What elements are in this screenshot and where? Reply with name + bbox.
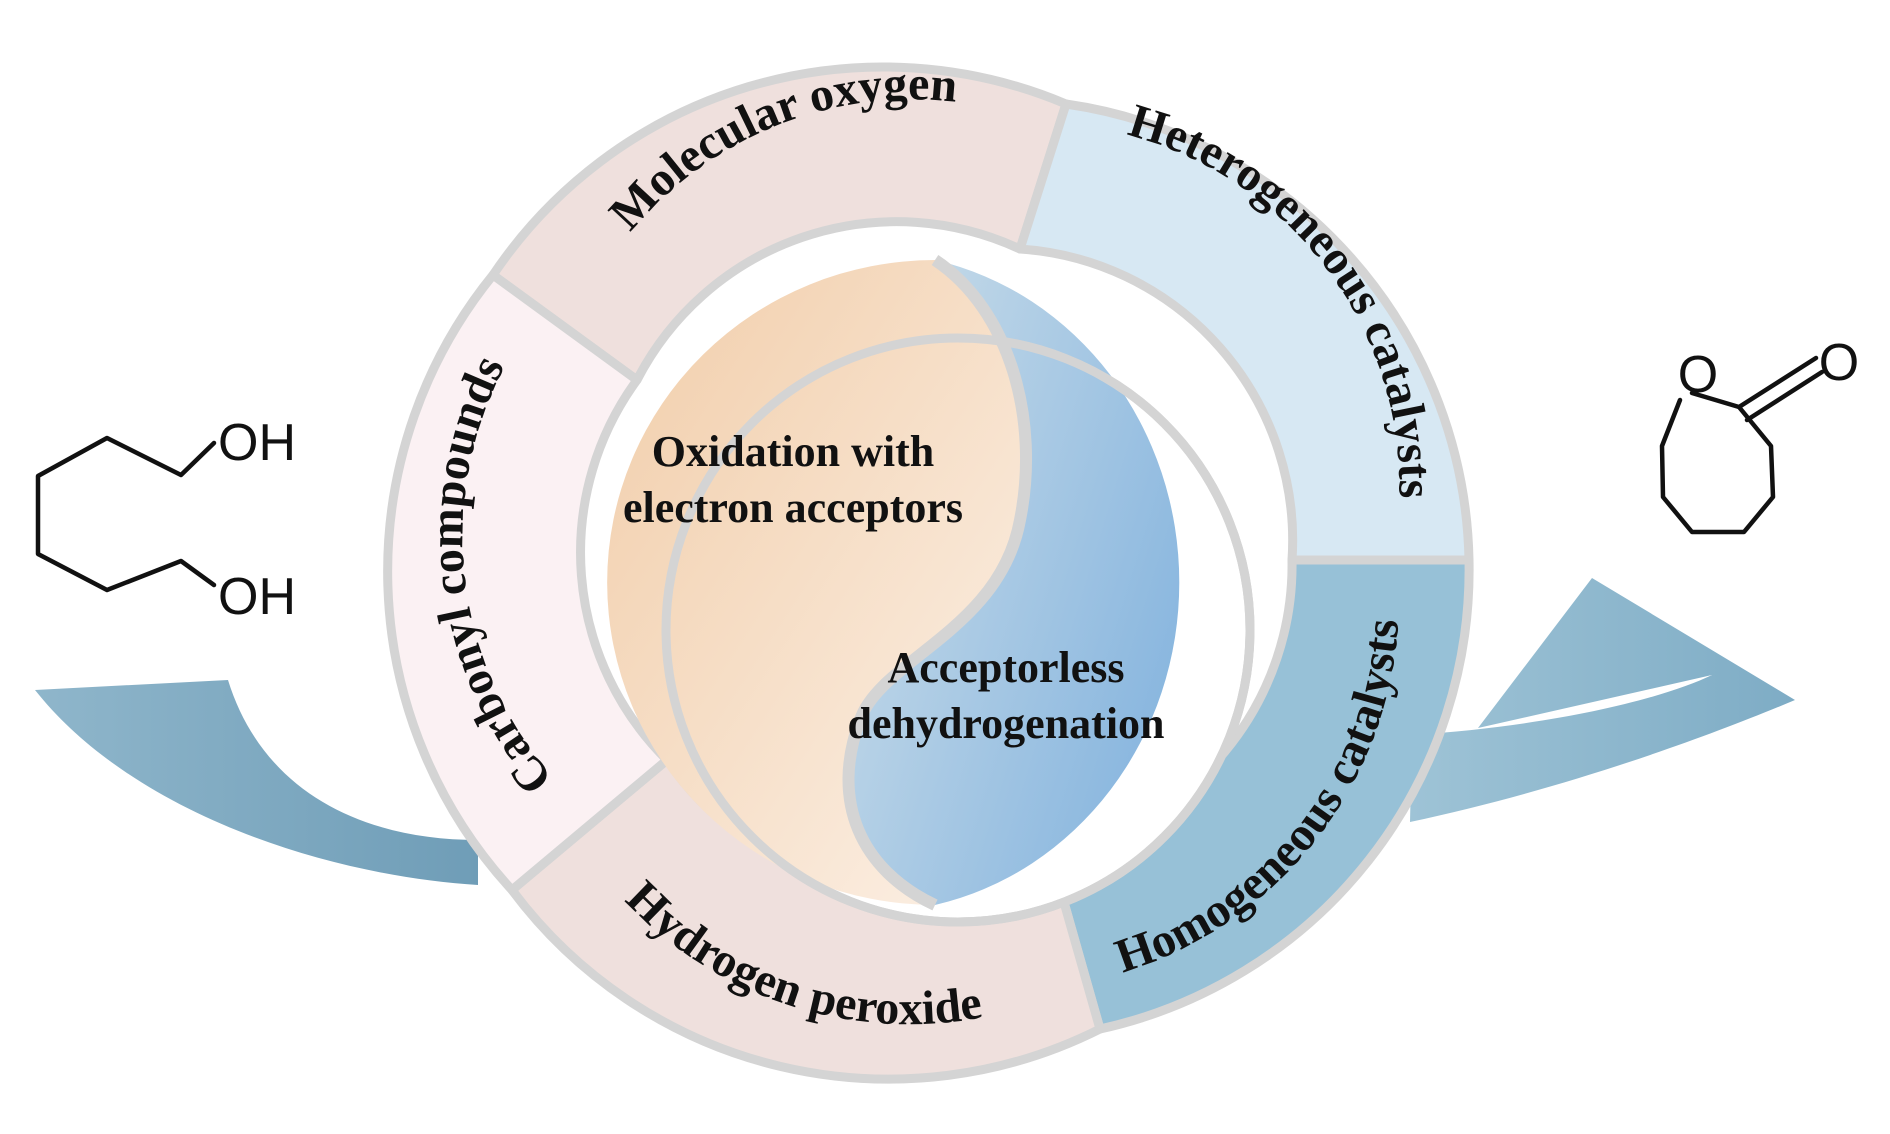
process-arrow bbox=[35, 578, 1795, 885]
reactant-hexanediol: OH OH bbox=[35, 414, 296, 626]
hexanediol-chain bbox=[35, 435, 217, 593]
segment-carbonyl-compounds bbox=[383, 270, 672, 895]
label-acceptorless-line2: dehydrogenation bbox=[847, 699, 1164, 748]
arrow-head bbox=[1410, 578, 1795, 822]
hexanediol-oh-top: OH bbox=[218, 414, 296, 472]
caprolactone-ring-oxygen: O bbox=[1678, 346, 1718, 404]
core-yin-yang bbox=[607, 255, 1255, 927]
segment-homogeneous-catalysts bbox=[1045, 555, 1474, 1034]
product-caprolactone: O O bbox=[1659, 334, 1859, 535]
core-oxidation bbox=[607, 260, 1027, 905]
hexanediol-oh-bottom: OH bbox=[218, 568, 296, 626]
arrow-tail bbox=[35, 680, 478, 885]
label-acceptorless-line1: Acceptorless bbox=[887, 643, 1124, 692]
carbonyl-bond-1 bbox=[1736, 355, 1819, 410]
label-oxidation-line2: electron acceptors bbox=[623, 483, 963, 532]
caprolactone-carbonyl-oxygen: O bbox=[1819, 334, 1859, 392]
core-acceptorless bbox=[848, 260, 1180, 905]
label-oxidation-line1: Oxidation with bbox=[652, 427, 934, 476]
carbonyl-bond-2 bbox=[1744, 369, 1825, 423]
